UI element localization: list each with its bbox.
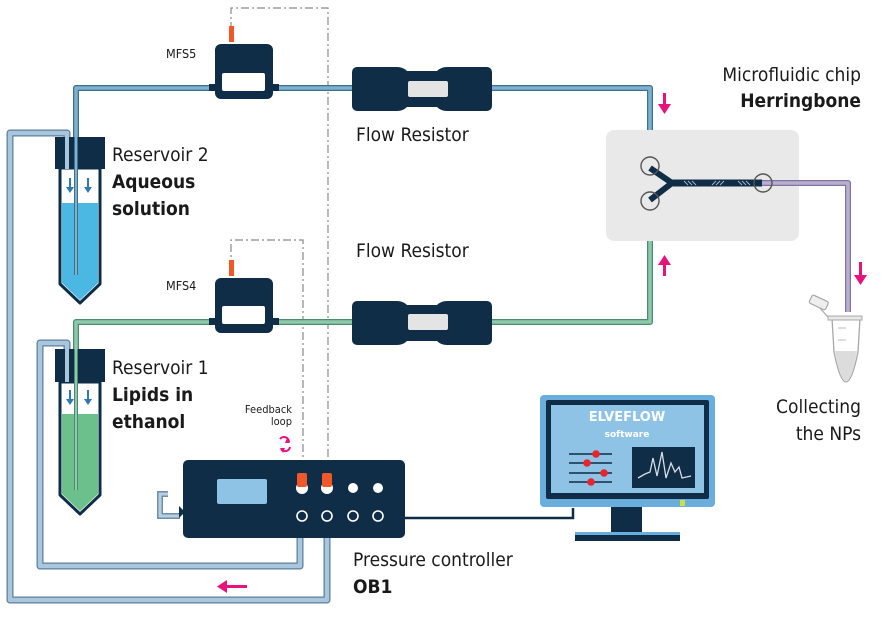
flow-resistor-bottom xyxy=(352,301,492,345)
down-arrow-icon xyxy=(66,390,92,405)
output-line xyxy=(762,180,851,312)
refresh-loop-icon xyxy=(279,436,291,453)
arrow-up-icon xyxy=(658,255,671,276)
usb-cable xyxy=(405,508,575,520)
controller-display xyxy=(217,479,267,504)
chip-label: Microfluidic chip xyxy=(722,64,861,86)
power-led xyxy=(680,500,685,506)
reservoir-2 xyxy=(55,133,105,305)
down-arrow-icon xyxy=(66,178,92,193)
reservoir1-content-line2: ethanol xyxy=(112,411,185,433)
slider-controls-icon xyxy=(569,450,612,486)
monitor-subtitle: software xyxy=(605,430,650,440)
feedback-label-line1: Feedback xyxy=(245,403,292,416)
flow-resistor-top xyxy=(352,67,492,111)
reservoir2-label: Reservoir 2 xyxy=(112,144,209,166)
reservoir2-content-line1: Aqueous xyxy=(112,171,195,193)
reservoir2-content-line2: solution xyxy=(112,198,190,220)
flow-resistor-bottom-label: Flow Resistor xyxy=(356,240,470,262)
chip-inlet-aqueous xyxy=(640,156,660,176)
arrow-left-icon xyxy=(217,580,247,593)
flow-arrows xyxy=(217,93,867,593)
collection-tube xyxy=(808,294,863,383)
herringbone-channel xyxy=(640,156,773,211)
flow-sensor-mfs5 xyxy=(209,26,279,99)
waveform-panel xyxy=(632,447,695,488)
reservoir-1 xyxy=(55,343,105,516)
feedback-signal-lines xyxy=(230,7,329,470)
reservoir1-label: Reservoir 1 xyxy=(112,357,209,379)
mfs5-label: MFS5 xyxy=(166,46,196,61)
computer-monitor xyxy=(540,395,715,541)
mfs4-label: MFS4 xyxy=(166,278,196,293)
arrow-down-icon xyxy=(658,93,671,114)
chip-type-label: Herringbone xyxy=(740,90,861,112)
waveform-icon xyxy=(637,451,692,479)
chip-outlet xyxy=(753,173,773,193)
sensor-plug-icon xyxy=(229,26,234,42)
controller-model-label: OB1 xyxy=(353,576,392,598)
sensor-plug-icon xyxy=(229,260,234,276)
flow-sensor-mfs4 xyxy=(209,260,279,333)
arrow-down-icon xyxy=(854,262,867,285)
reservoir1-content-line1: Lipids in xyxy=(112,384,193,406)
controller-pressure-outlets xyxy=(296,510,384,522)
collection-label-line2: the NPs xyxy=(796,423,861,445)
feedback-line-mfs4 xyxy=(230,239,304,470)
collection-label-line1: Collecting xyxy=(776,396,861,418)
controller-sensor-ports xyxy=(296,473,383,494)
controller-label: Pressure controller xyxy=(353,549,514,571)
tube-cap xyxy=(808,294,829,311)
flow-resistor-top-label: Flow Resistor xyxy=(356,124,470,146)
feedback-label-line2: loop xyxy=(271,415,292,428)
monitor-brand: ELVEFLOW xyxy=(589,410,665,425)
pressure-controller-ob1 xyxy=(157,460,405,538)
feedback-line-mfs5 xyxy=(230,7,329,470)
chip-inlet-lipid xyxy=(640,191,660,211)
